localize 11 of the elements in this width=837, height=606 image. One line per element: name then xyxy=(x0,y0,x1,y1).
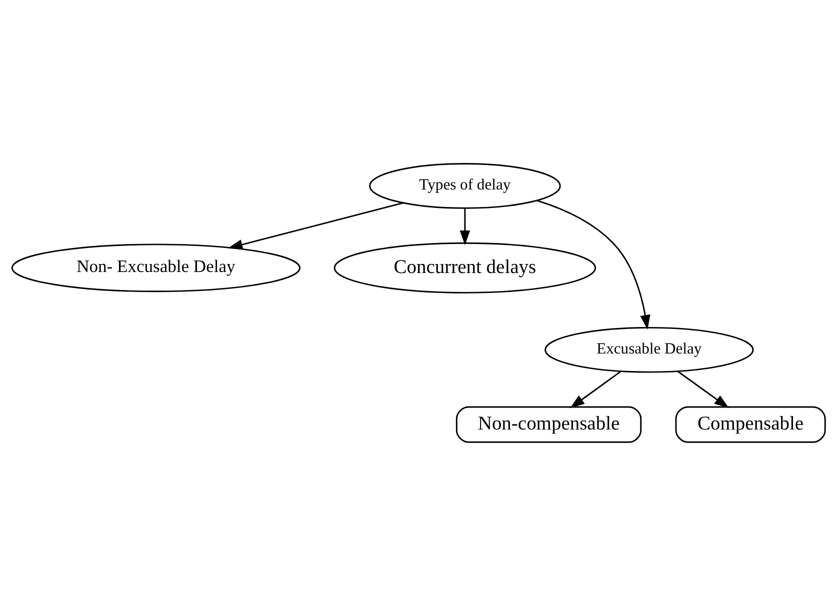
arrow xyxy=(570,370,622,408)
arrow xyxy=(460,208,470,246)
node-box: Non-compensable xyxy=(456,406,642,443)
arrow xyxy=(676,370,730,408)
arrow xyxy=(536,200,650,330)
node-ellipse: Non- Excusable Delay xyxy=(11,244,301,292)
node-box: Compensable xyxy=(675,406,826,443)
node-ellipse: Concurrent delays xyxy=(334,242,596,294)
arrow xyxy=(228,202,404,250)
node-ellipse: Excusable Delay xyxy=(544,326,754,373)
node-ellipse: Types of delay xyxy=(369,163,561,209)
